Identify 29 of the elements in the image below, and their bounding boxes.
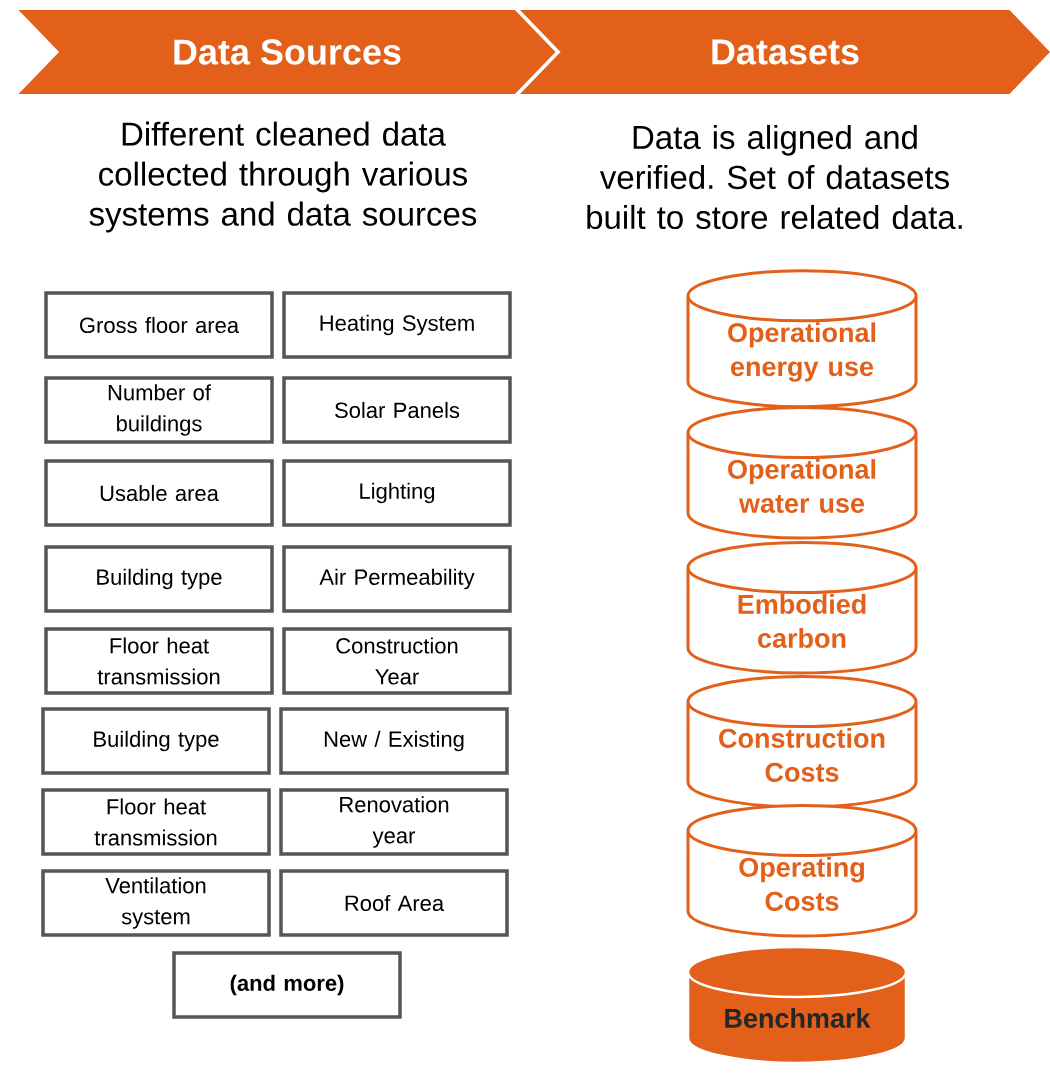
- data-box: Number of buildings: [44, 376, 274, 444]
- data-box: Building type: [44, 545, 274, 613]
- data-box: Lighting: [282, 459, 512, 527]
- description-text: Data is aligned and verified. Set of datasets built to store related data.: [587, 124, 962, 230]
- data-box: Air Permeability: [282, 545, 512, 613]
- data-box: Building type: [41, 707, 271, 775]
- dataset-cylinder: Embodied carbon: [686, 541, 918, 675]
- data-box: Ventilation system: [41, 869, 271, 937]
- dataset-cylinder: Operational water use: [686, 406, 918, 540]
- data-box: Renovation year: [279, 788, 509, 856]
- data-box: Roof Area: [279, 869, 509, 937]
- data-box: Construction Year: [282, 627, 512, 695]
- dataset-cylinder: Operational energy use: [686, 269, 918, 409]
- node-label: Data Sources: [174, 39, 401, 65]
- node-label: Datasets: [712, 39, 859, 65]
- data-box: Floor heat transmission: [44, 627, 274, 695]
- chevron-banner: Datasets: [520, 10, 1050, 94]
- data-box: (and more): [172, 951, 402, 1019]
- data-box: Floor heat transmission: [41, 788, 271, 856]
- chevron-banner: Data Sources: [18, 10, 556, 94]
- data-box: New / Existing: [279, 707, 509, 775]
- dataset-cylinder: Operating Costs: [686, 804, 918, 938]
- data-box: Usable area: [44, 459, 274, 527]
- dataset-cylinder: Construction Costs: [686, 675, 918, 809]
- data-box: Heating System: [282, 291, 512, 359]
- description-text: Different cleaned data collected through various systems and data sources: [89, 121, 477, 233]
- data-box: Gross floor area: [44, 291, 274, 359]
- data-box: Solar Panels: [282, 376, 512, 444]
- dataset-cylinder: Benchmark: [686, 945, 908, 1065]
